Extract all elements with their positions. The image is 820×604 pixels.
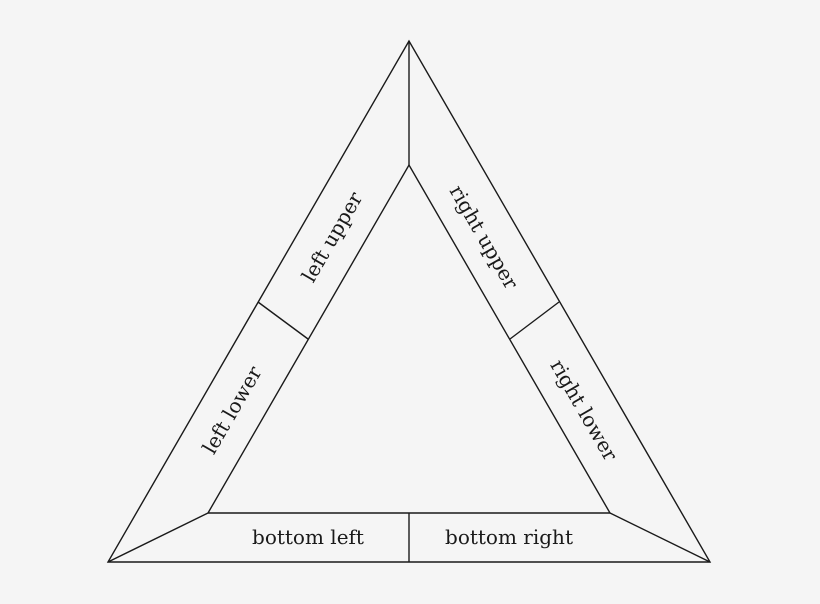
bottom-left-corner-line xyxy=(107,512,209,563)
label-left-upper: left upper xyxy=(297,187,368,286)
label-bottom-right: bottom right xyxy=(445,525,573,549)
inner-triangle xyxy=(207,163,612,514)
bottom-right-corner-line xyxy=(609,512,711,563)
label-left-lower: left lower xyxy=(197,362,266,458)
label-bottom-left: bottom left xyxy=(252,525,364,549)
right-divider xyxy=(509,301,560,340)
label-right-upper: right upper xyxy=(445,181,524,294)
left-divider xyxy=(257,301,309,340)
label-right-lower: right lower xyxy=(545,355,622,465)
